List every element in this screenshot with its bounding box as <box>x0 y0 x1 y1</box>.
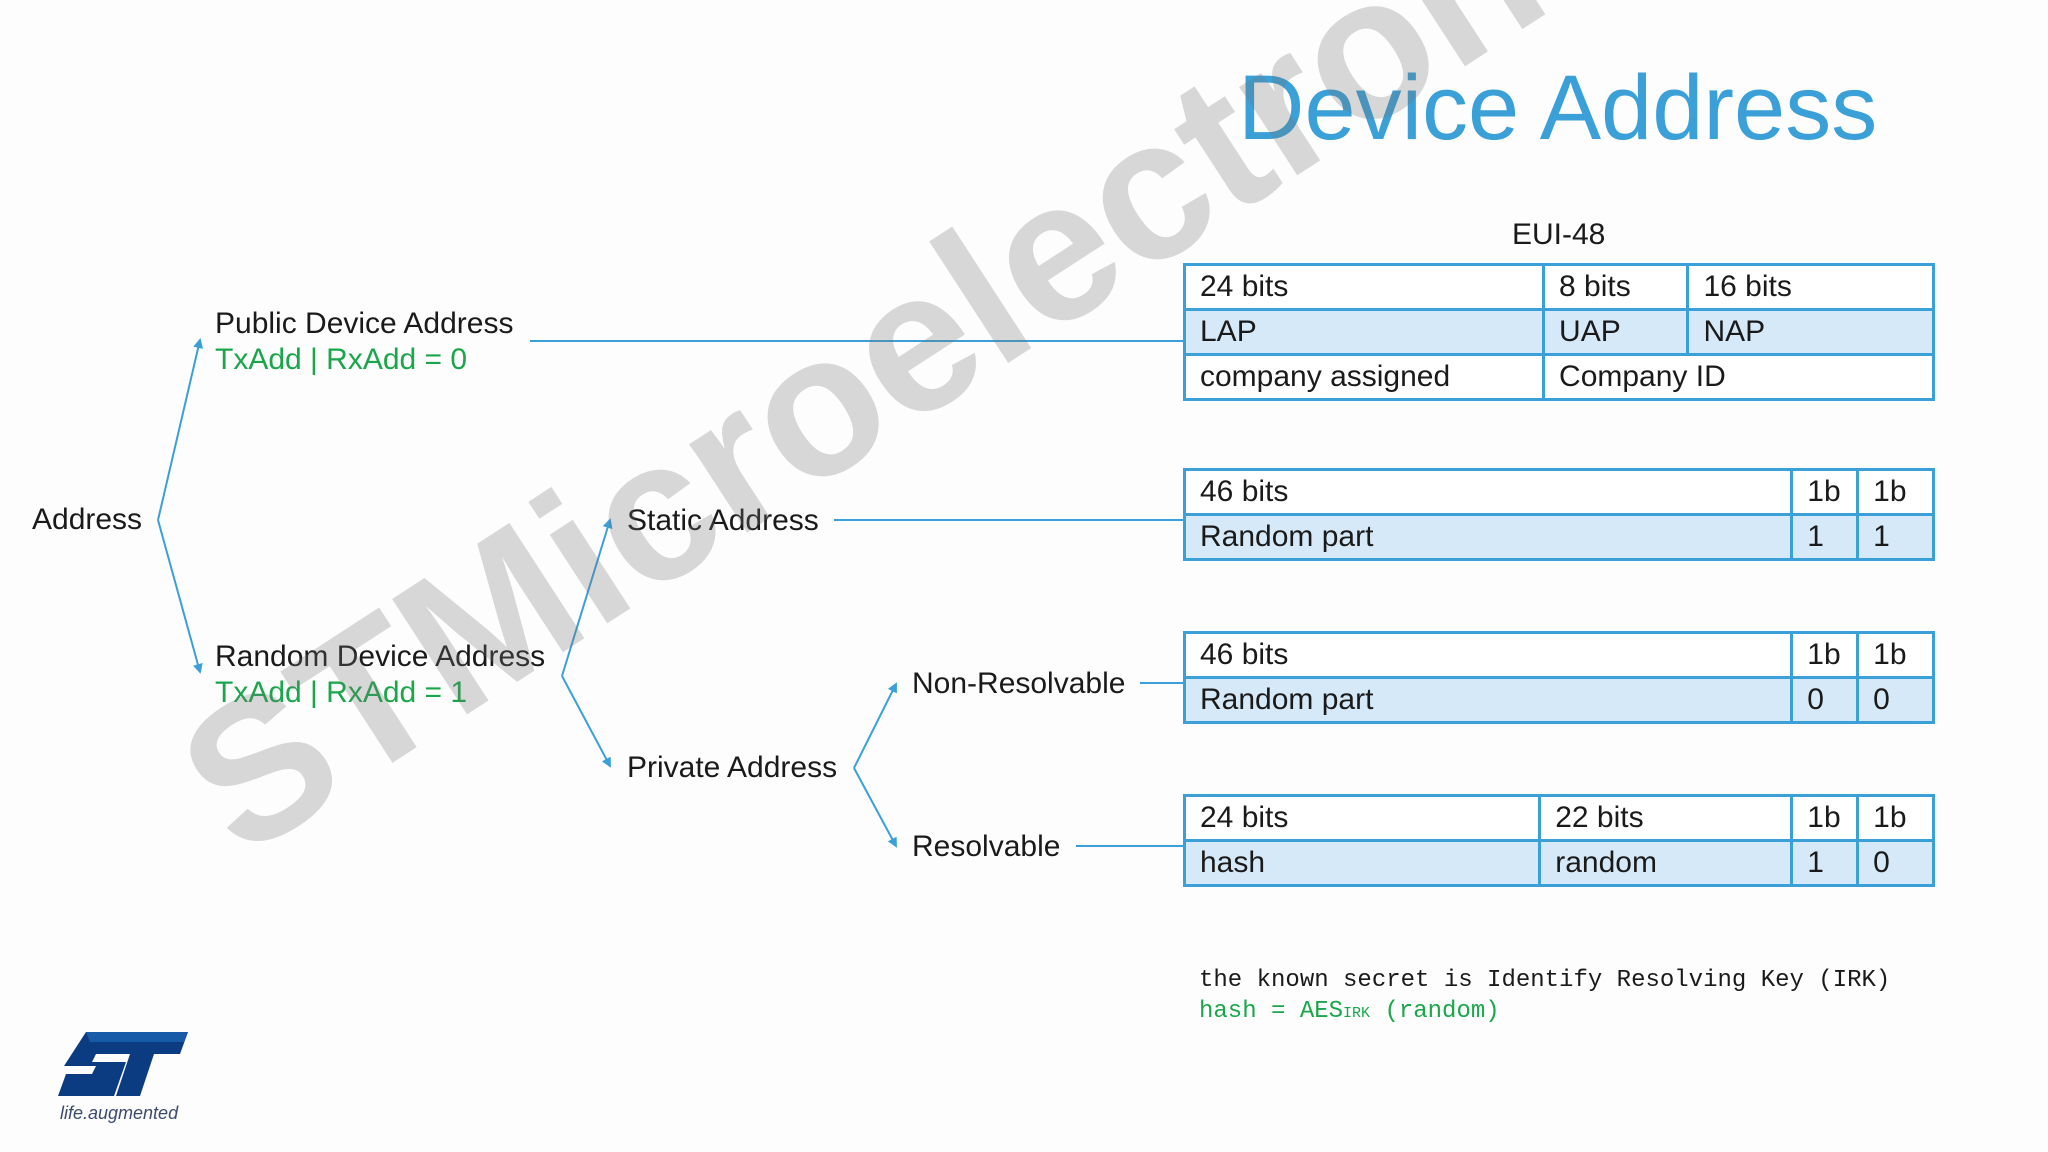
node-random-sub: TxAdd | RxAdd = 1 <box>215 676 468 709</box>
table-cell: 24 bits <box>1182 263 1546 311</box>
table-cell: LAP <box>1182 308 1546 356</box>
static-address-table: 46 bits 1b 1b Random part 1 1 <box>1182 468 1935 561</box>
table-row: 24 bits 8 bits 16 bits <box>1182 263 1935 311</box>
node-address: Address <box>32 503 143 536</box>
logo-tagline: life.augmented <box>60 1103 179 1123</box>
table-cell: 0 <box>1856 676 1935 724</box>
table-cell: 1 <box>1790 513 1860 561</box>
table-cell: 8 bits <box>1542 263 1690 311</box>
table-cell: Company ID <box>1542 353 1935 401</box>
arrow-to-random <box>157 519 203 674</box>
node-random-label: Random Device Address <box>215 640 546 673</box>
table-cell: 16 bits <box>1686 263 1935 311</box>
eui48-caption: EUI-48 <box>1512 218 1606 251</box>
node-private: Private Address <box>627 751 838 784</box>
node-resolvable: Resolvable <box>912 830 1061 863</box>
table-cell: random <box>1538 839 1794 887</box>
table-cell: 1b <box>1790 468 1860 516</box>
table-cell: hash <box>1182 839 1542 887</box>
table-cell: company assigned <box>1182 353 1546 401</box>
table-cell: 1b <box>1856 794 1935 842</box>
table-cell: 24 bits <box>1182 794 1542 842</box>
table-cell: 1b <box>1790 631 1860 679</box>
arrow-to-private <box>561 675 611 768</box>
table-cell: 1 <box>1856 513 1935 561</box>
table-row: hash random 1 0 <box>1182 839 1935 887</box>
table-cell: 46 bits <box>1182 631 1794 679</box>
table-row: company assigned Company ID <box>1182 353 1935 401</box>
table-cell: 1b <box>1856 631 1935 679</box>
table-cell: Random part <box>1182 513 1794 561</box>
table-row: 46 bits 1b 1b <box>1182 468 1935 516</box>
table-cell: 46 bits <box>1182 468 1794 516</box>
arrow-to-resolvable <box>853 767 897 848</box>
table-cell: 1b <box>1856 468 1935 516</box>
resolvable-table: 24 bits 22 bits 1b 1b hash random 1 0 <box>1182 794 1935 887</box>
table-cell: Random part <box>1182 676 1794 724</box>
table-cell: NAP <box>1686 308 1935 356</box>
table-cell: 1 <box>1790 839 1860 887</box>
arrow-to-static <box>561 518 613 677</box>
table-row: 46 bits 1b 1b <box>1182 631 1935 679</box>
table-cell: 22 bits <box>1538 794 1794 842</box>
st-logo-icon <box>58 1032 188 1096</box>
node-public-label: Public Device Address <box>215 307 514 340</box>
node-nonresolvable: Non-Resolvable <box>912 667 1126 700</box>
page-title: Device Address <box>1238 57 1878 159</box>
table-row: Random part 1 1 <box>1182 513 1935 561</box>
irk-note: the known secret is Identify Resolving K… <box>1199 967 1891 994</box>
hash-formula-subscript: IRK <box>1343 1005 1371 1022</box>
table-cell: 0 <box>1856 839 1935 887</box>
table-cell: 1b <box>1790 794 1860 842</box>
hash-formula-prefix: hash = AES <box>1199 998 1344 1025</box>
table-row: Random part 0 0 <box>1182 676 1935 724</box>
table-row: LAP UAP NAP <box>1182 308 1935 356</box>
hash-formula-suffix: (random) <box>1370 998 1500 1025</box>
hash-formula: hash = AESIRK (random) <box>1199 1000 1500 1024</box>
eui48-table: 24 bits 8 bits 16 bits LAP UAP NAP compa… <box>1182 263 1935 401</box>
node-public-sub: TxAdd | RxAdd = 0 <box>215 343 468 376</box>
node-static: Static Address <box>627 504 819 537</box>
arrow-to-public <box>157 338 204 521</box>
nonresolvable-table: 46 bits 1b 1b Random part 0 0 <box>1182 631 1935 724</box>
arrow-to-nonresolvable <box>853 682 897 769</box>
table-cell: 0 <box>1790 676 1860 724</box>
table-cell: UAP <box>1542 308 1690 356</box>
table-row: 24 bits 22 bits 1b 1b <box>1182 794 1935 842</box>
